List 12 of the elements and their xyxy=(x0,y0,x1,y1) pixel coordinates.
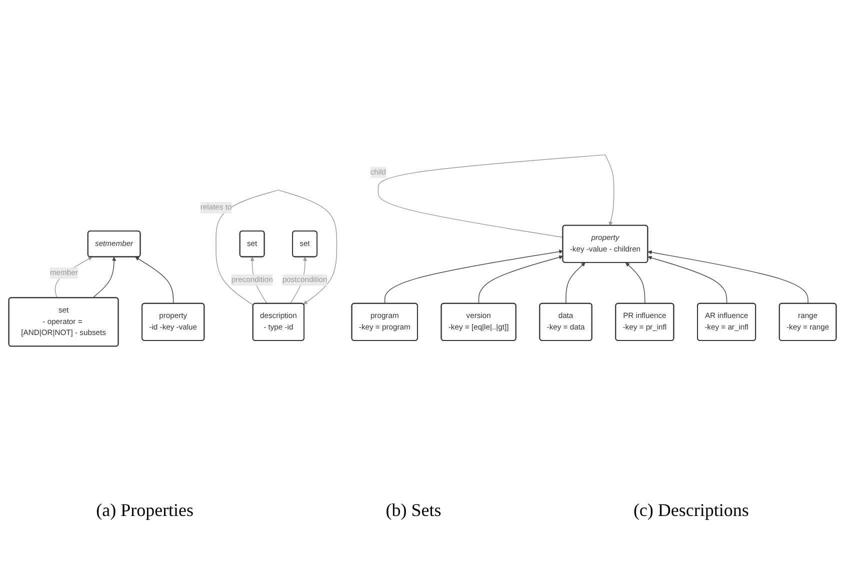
figure-caption: (c) Descriptions xyxy=(633,500,749,521)
arrow xyxy=(378,154,614,238)
arrow xyxy=(92,256,116,298)
arrow xyxy=(648,255,728,304)
figure-caption: (b) Sets xyxy=(386,500,442,521)
arrow xyxy=(626,262,646,304)
arrow xyxy=(566,262,586,304)
arrow xyxy=(478,254,564,304)
arrow xyxy=(384,249,564,304)
figure-caption: (a) Properties xyxy=(96,500,194,521)
arrow xyxy=(648,250,808,304)
arrow xyxy=(135,256,174,304)
